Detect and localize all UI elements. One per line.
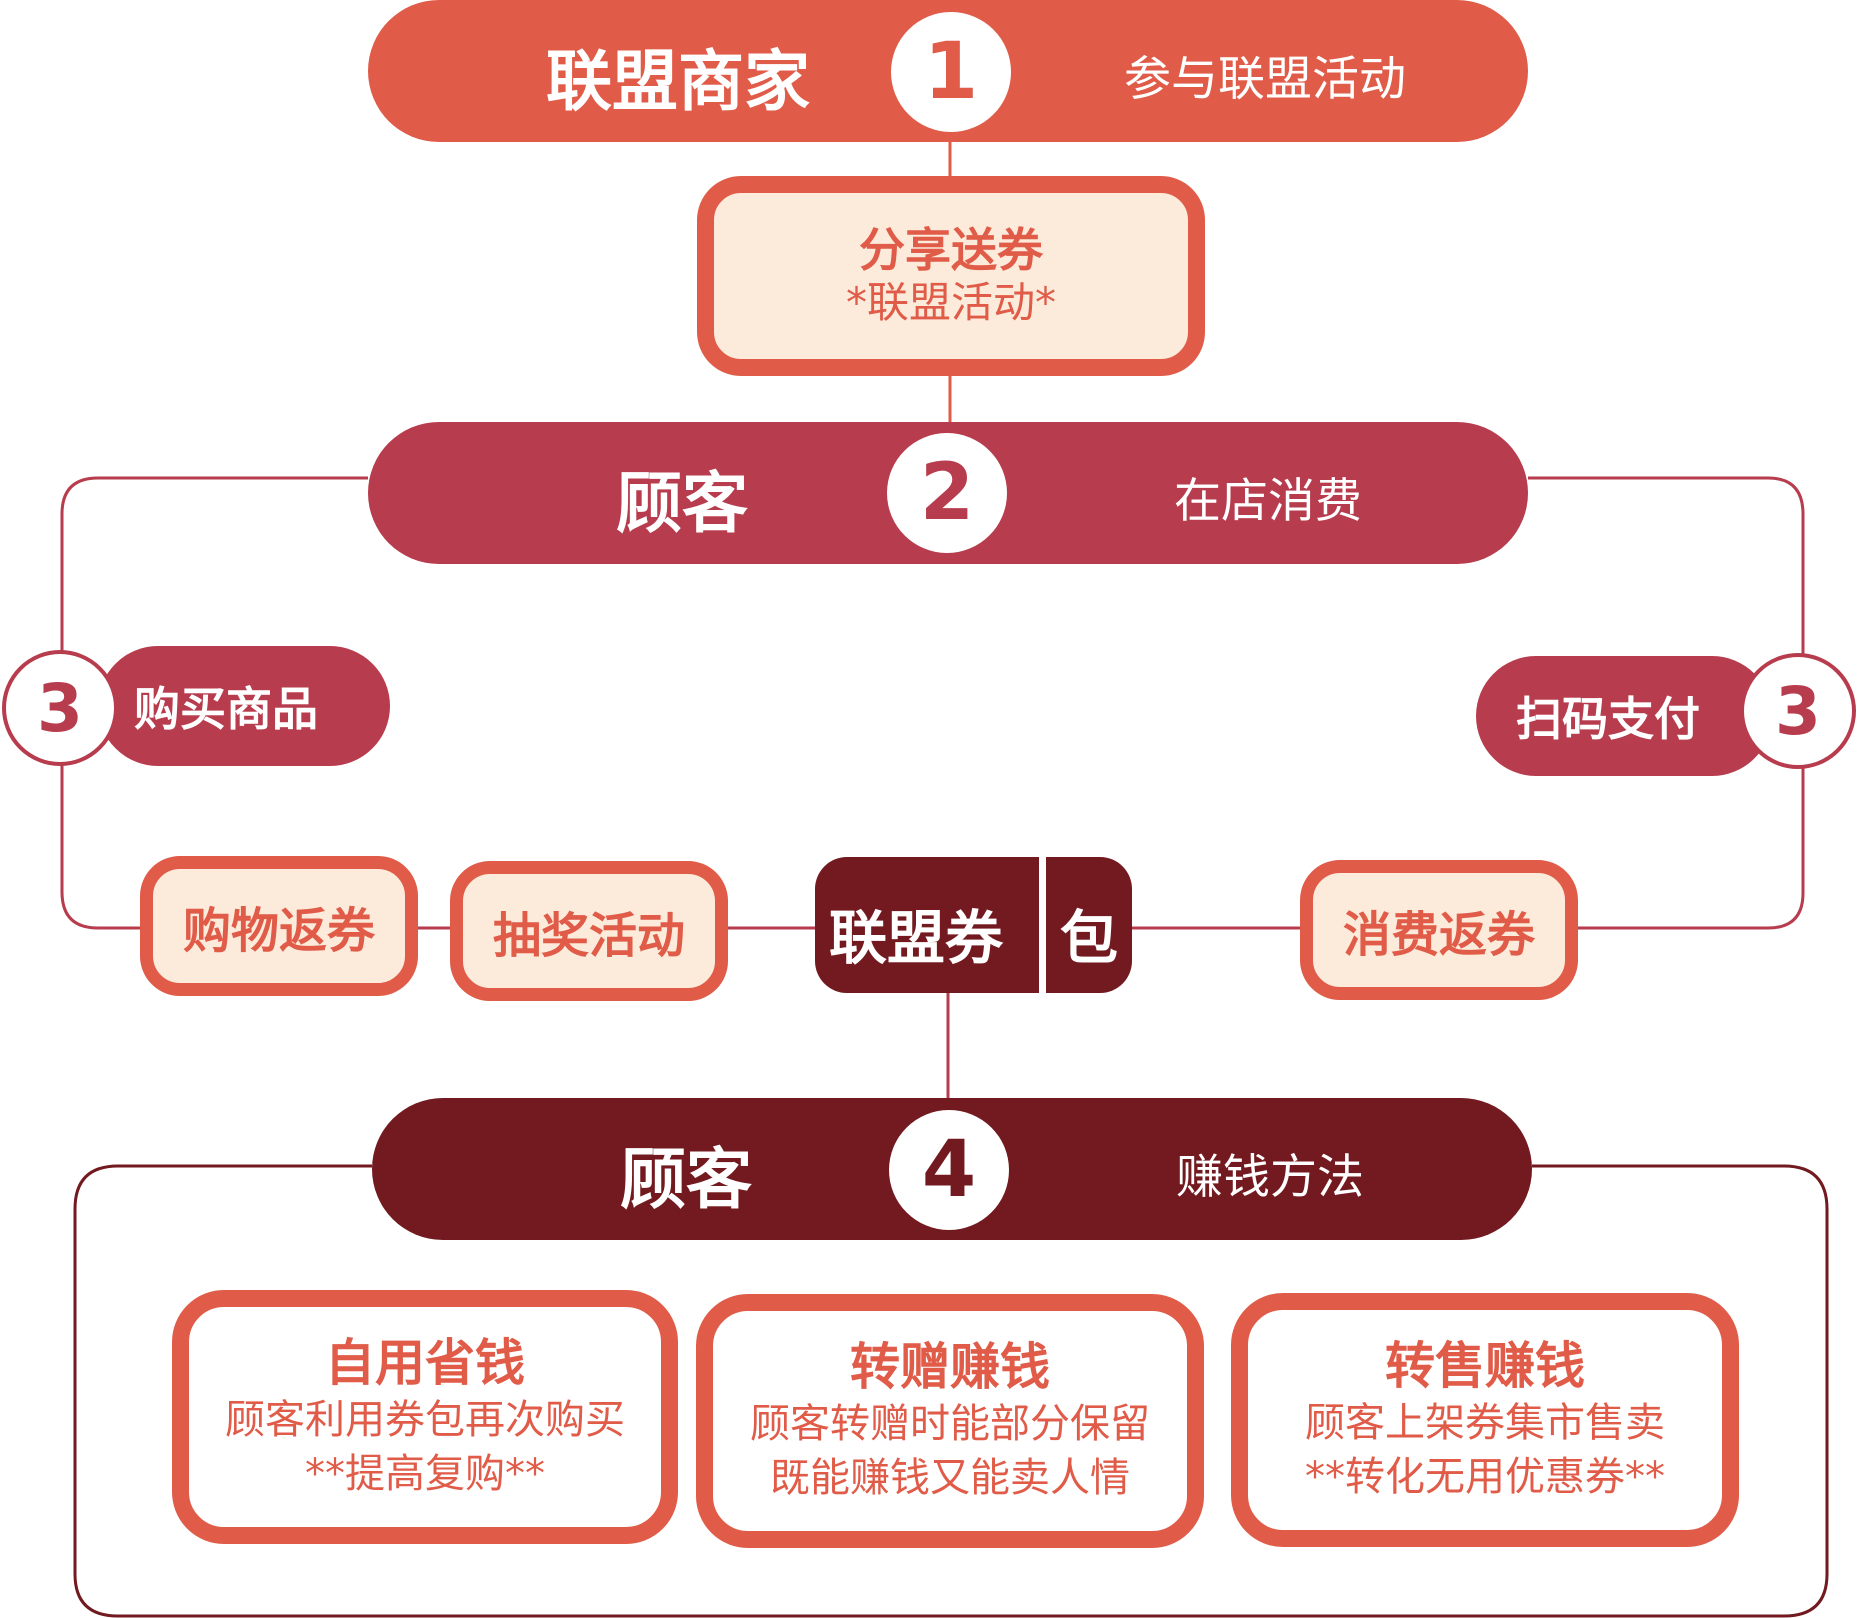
step1-number-badge: 1 — [891, 12, 1011, 132]
right-step3-badge: 3 — [1740, 653, 1856, 769]
left-step3-number: 3 — [37, 669, 83, 747]
step4-subtitle: 赚钱方法 — [1176, 1150, 1364, 1205]
step1-number: 1 — [923, 27, 979, 117]
right-step3-number: 3 — [1775, 672, 1821, 750]
step4-number-badge: 4 — [889, 1110, 1009, 1230]
alliance-coupon-wallet: 联盟券 包 — [815, 857, 1132, 993]
step1-title: 联盟商家 — [546, 43, 810, 120]
left-step3-badge: 3 — [2, 650, 118, 766]
wallet-divider — [1039, 857, 1046, 993]
step4-title: 顾客 — [620, 1141, 752, 1218]
method-description: 顾客利用券包再次购买 — [225, 1397, 625, 1443]
shopping-rebate-label: 购物返券 — [182, 903, 375, 959]
method-note: 既能赚钱又能卖人情 — [770, 1455, 1130, 1501]
step2-subtitle: 在店消费 — [1174, 474, 1362, 529]
methods-frame — [73, 1164, 1829, 1618]
share-card-subtitle: *联盟活动* — [845, 278, 1056, 328]
wallet-label-right: 包 — [1060, 904, 1119, 972]
method-title: 转售赚钱 — [1385, 1337, 1585, 1395]
method-note: **转化无用优惠券** — [1305, 1454, 1665, 1500]
consumption-rebate-label: 消费返券 — [1342, 907, 1535, 963]
share-card-title: 分享送券 — [859, 223, 1043, 278]
method-title: 自用省钱 — [325, 1334, 525, 1392]
lottery-label: 抽奖活动 — [492, 908, 685, 964]
buy-goods-label: 购买商品 — [134, 682, 318, 736]
method-card-gift: 转赠赚钱 顾客转赠时能部分保留 既能赚钱又能卖人情 — [696, 1294, 1204, 1548]
method-card-self-use: 自用省钱 顾客利用券包再次购买 **提高复购** — [172, 1290, 678, 1544]
method-description: 顾客上架券集市售卖 — [1305, 1400, 1665, 1446]
step4-number: 4 — [921, 1125, 977, 1215]
consumption-rebate-tag: 消费返券 — [1300, 860, 1578, 1000]
step1-subtitle: 参与联盟活动 — [1124, 52, 1406, 107]
scan-pay-label: 扫码支付 — [1516, 692, 1700, 746]
step2-title: 顾客 — [616, 465, 748, 542]
shopping-rebate-tag: 购物返券 — [140, 856, 418, 996]
step2-number: 2 — [919, 448, 975, 538]
wallet-label-left: 联盟券 — [829, 904, 1004, 972]
lottery-tag: 抽奖活动 — [450, 861, 728, 1001]
method-description: 顾客转赠时能部分保留 — [750, 1401, 1150, 1447]
step2-number-badge: 2 — [887, 433, 1007, 553]
method-note: **提高复购** — [305, 1451, 545, 1497]
method-title: 转赠赚钱 — [850, 1338, 1050, 1396]
method-card-resale: 转售赚钱 顾客上架券集市售卖 **转化无用优惠券** — [1231, 1293, 1739, 1547]
share-coupon-card: 分享送券 *联盟活动* — [697, 176, 1205, 376]
buy-goods-pill: 购买商品 — [98, 646, 390, 766]
scan-pay-pill: 扫码支付 — [1476, 656, 1772, 776]
connector-right-loop — [1528, 476, 1805, 930]
